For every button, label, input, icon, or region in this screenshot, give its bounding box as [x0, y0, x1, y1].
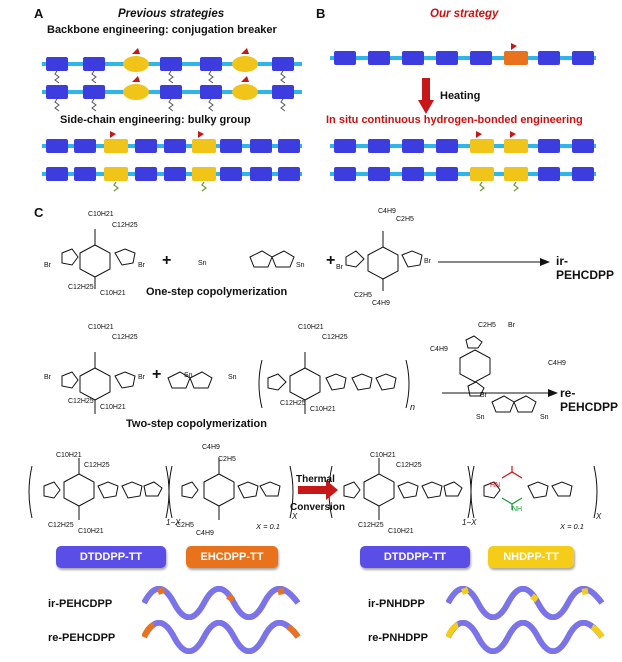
chem-c4h9-1: C4H9	[378, 208, 396, 215]
plus-sign-1: +	[162, 252, 172, 269]
chem-br-5: Br	[44, 374, 51, 381]
helix-re-pehcdpp	[142, 620, 301, 654]
chem-c2h5-5: C2H5	[176, 522, 194, 529]
thermal-label: Thermal	[296, 474, 335, 485]
plus-sign-2: +	[326, 252, 336, 269]
chem-c4h9-2: C4H9	[372, 300, 390, 307]
panel-b-letter: B	[316, 6, 326, 21]
chem-sn-6: Sn	[540, 414, 549, 421]
chem-c10h21-2: C10H21	[100, 290, 126, 297]
two-step-reaction-scheme	[61, 335, 558, 414]
chem-c12h25-8: C12H25	[48, 522, 74, 529]
helix-label-ir-pehcdpp: ir-PEHCDPP	[48, 598, 113, 610]
our-strategy-bottom-chains	[330, 131, 596, 192]
sidechain-engineering-label: Side-chain engineering: bulky group	[60, 114, 251, 126]
x-value-left: X = 0.1	[256, 522, 280, 531]
chem-c12h25-3: C12H25	[112, 334, 138, 341]
panel-a-letter: A	[34, 6, 44, 21]
chem-c2h5-4: C2H5	[218, 456, 236, 463]
helix-re-pnhdpp	[446, 620, 605, 654]
chem-br-2: Br	[138, 262, 145, 269]
chem-c10h21-7: C10H21	[56, 452, 82, 459]
product-re-pehcdpp: re-PEHCDPP	[560, 386, 619, 414]
pill-nhdpp-tt: NHDPP-TT	[488, 546, 574, 568]
chem-c2h5-1: C2H5	[396, 216, 414, 223]
chem-sn-3: Sn	[184, 372, 193, 379]
chem-sn-1: Sn	[198, 260, 207, 267]
chem-c10h21-10: C10H21	[388, 528, 414, 535]
chem-c10h21-1: C10H21	[88, 211, 114, 218]
chem-br-1: Br	[44, 262, 51, 269]
chem-hn: HN	[490, 482, 501, 489]
chem-br-8: Br	[480, 392, 487, 399]
chem-c12h25-2: C12H25	[68, 284, 94, 291]
two-step-label: Two-step copolymerization	[126, 418, 267, 430]
pill-dtddpp-tt-left: DTDDPP-TT	[56, 546, 166, 568]
panel-b-title: Our strategy	[430, 8, 499, 20]
x-subscript-left: X	[292, 512, 298, 521]
x-value-right: X = 0.1	[560, 522, 584, 531]
chem-c10h21-4: C10H21	[100, 404, 126, 411]
one-step-label: One-step copolymerization	[146, 286, 288, 298]
insitu-engineering-label: In situ continuous hydrogen-bonded engin…	[326, 114, 583, 126]
one-minus-x-left: 1−X	[166, 518, 181, 527]
pill-dtddpp-tt-right: DTDDPP-TT	[360, 546, 470, 568]
backbone-engineering-label: Backbone engineering: conjugation breake…	[47, 24, 277, 36]
chem-c4h9-6: C4H9	[196, 530, 214, 537]
helix-ir-pehcdpp	[142, 586, 301, 620]
chem-c4h9-4: C4H9	[548, 360, 566, 367]
chem-c12h25-1: C12H25	[112, 222, 138, 229]
chain-bottom	[42, 76, 302, 100]
heating-arrow-icon	[418, 78, 434, 114]
chem-br-4: Br	[424, 258, 431, 265]
sidechain-engineering-diagram	[42, 131, 302, 192]
chem-c12h25-5: C12H25	[322, 334, 348, 341]
chem-c10h21-5: C10H21	[298, 324, 324, 331]
product-ir-pehcdpp: ir-PEHCDPP	[556, 254, 615, 282]
one-minus-x-right: 1−X	[462, 518, 477, 527]
plus-sign-3: +	[152, 366, 162, 383]
panel-a-title: Previous strategies	[118, 8, 225, 20]
chem-c4h9-5: C4H9	[202, 444, 220, 451]
helix-ir-pnhdpp	[446, 586, 605, 620]
chem-sn-4: Sn	[228, 374, 237, 381]
chem-c4h9-3: C4H9	[430, 346, 448, 353]
chem-sn-5: Sn	[476, 414, 485, 421]
thermal-conversion-scheme	[28, 458, 598, 520]
chem-c10h21-8: C10H21	[78, 528, 104, 535]
chem-nh: NH	[512, 506, 523, 513]
chem-br-3: Br	[336, 264, 343, 271]
chem-c12h25-9: C12H25	[396, 462, 422, 469]
helix-label-re-pnhdpp: re-PNHDPP	[368, 632, 428, 644]
chem-br-6: Br	[138, 374, 145, 381]
n-subscript: n	[410, 402, 416, 412]
chem-c10h21-3: C10H21	[88, 324, 114, 331]
chem-c2h5-2: C2H5	[354, 292, 372, 299]
our-strategy-top-chain	[330, 43, 596, 65]
chem-c2h5-3: C2H5	[478, 322, 496, 329]
chem-c12h25-7: C12H25	[84, 462, 110, 469]
chem-c12h25-4: C12H25	[68, 398, 94, 405]
panel-c-letter: C	[34, 205, 44, 220]
x-subscript-right: X	[596, 512, 602, 521]
conversion-label: Conversion	[290, 502, 346, 513]
helix-label-ir-pnhdpp: ir-PNHDPP	[368, 598, 425, 610]
helix-label-re-pehcdpp: re-PEHCDPP	[48, 632, 116, 644]
backbone-engineering-diagram	[42, 48, 302, 112]
side-chains	[54, 70, 286, 112]
chem-c12h25-6: C12H25	[280, 400, 306, 407]
pill-ehcdpp-tt: EHCDPP-TT	[186, 546, 278, 568]
chem-br-7: Br	[508, 322, 515, 329]
chem-sn-2: Sn	[296, 262, 305, 269]
chem-c12h25-10: C12H25	[358, 522, 384, 529]
chem-c10h21-6: C10H21	[310, 406, 336, 413]
chain-top	[42, 48, 302, 72]
heating-label: Heating	[440, 90, 481, 102]
chem-c10h21-9: C10H21	[370, 452, 396, 459]
one-step-reaction-scheme	[61, 229, 550, 291]
